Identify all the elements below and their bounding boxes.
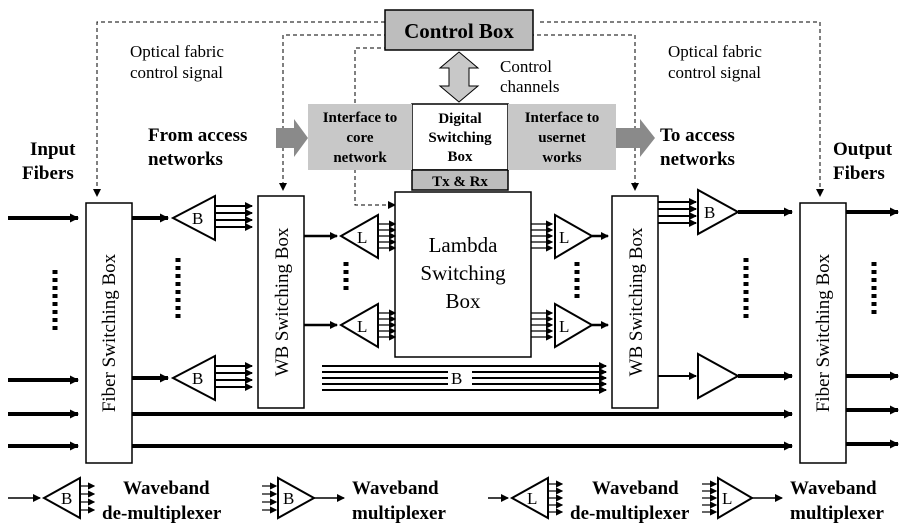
optical-fabric-right-line2: control signal (668, 63, 761, 82)
legend-waveband-demux-symbol: B (8, 476, 96, 520)
lambda-line1: Lambda (429, 233, 498, 257)
legend-symbol: L (722, 489, 732, 508)
lambda-line2: Switching (420, 261, 506, 285)
input-fibers-line2: Fibers (22, 163, 74, 184)
interface-core-panel (308, 104, 412, 170)
interface-core-line2: core (346, 130, 374, 146)
lambda-switching-box (394, 191, 532, 358)
optical-fabric-right-line1: Optical fabric (668, 42, 762, 61)
fiber-switching-box-right-label: Fiber Switching Box (813, 253, 834, 412)
legend-symbol: B (61, 489, 72, 508)
lambda-outputs (531, 220, 554, 341)
legend-lambda-demux-symbol: L (488, 476, 564, 520)
wb-switching-box-right (611, 195, 659, 409)
control-channels-arrow (438, 51, 480, 103)
bypass-b-label: B (451, 369, 462, 388)
l-label: L (357, 228, 367, 247)
fiber-to-bdemux (132, 213, 169, 383)
from-access-line1: From access (148, 125, 247, 146)
b-label: B (192, 209, 203, 228)
legend-symbol: B (283, 489, 294, 508)
fiber-switching-box-right (799, 202, 847, 464)
l-label: L (357, 317, 367, 336)
legend: B Waveband de-multiplexer B Waveband mul… (8, 476, 884, 524)
input-fibers-line1: Input (30, 139, 76, 160)
tx-rx-box (411, 169, 509, 191)
legend-label-line2: multiplexer (352, 503, 446, 524)
lambda-demux-top: L (339, 213, 379, 260)
input-fiber-lines (8, 213, 79, 451)
legend-label-line1: Waveband (352, 478, 439, 499)
legend-label-line1: Waveband (790, 478, 877, 499)
interface-usernet-line1: Interface to (525, 110, 600, 126)
interface-core-line3: network (333, 150, 387, 166)
lambda-mux-bottom: L (554, 302, 594, 349)
waveband-demux-left-top: B (170, 194, 216, 242)
ldemux-outputs (378, 220, 397, 341)
b-label: B (192, 369, 203, 388)
fiber-switching-box-left-label: Fiber Switching Box (99, 253, 120, 412)
waveband-bypass-bundle (322, 362, 607, 394)
control-box (384, 9, 534, 51)
digital-switching-box-line3: Box (447, 149, 473, 165)
legend-label-line2: multiplexer (790, 503, 884, 524)
lambda-demux-bottom: L (339, 302, 379, 349)
interface-usernet-line2: usernet (538, 130, 586, 146)
wb-to-ldemux (304, 232, 338, 329)
lmux-to-wb (592, 232, 609, 329)
from-access-arrow (276, 119, 308, 157)
lambda-line3: Box (445, 289, 481, 313)
vertical-ellipsis (52, 258, 877, 332)
wb-to-bmux (658, 198, 697, 380)
wb-switching-box-left (257, 195, 305, 409)
optical-fabric-left-line1: Optical fabric (130, 42, 224, 61)
control-signal-lines (93, 21, 824, 209)
tx-rx-label: Tx & Rx (432, 174, 488, 190)
from-access-line2: networks (148, 149, 223, 170)
control-box-label: Control Box (404, 19, 514, 43)
digital-switching-box-line1: Digital (438, 111, 481, 127)
interface-usernet-panel (508, 104, 616, 170)
to-access-arrow (616, 119, 655, 157)
to-access-line2: networks (660, 149, 735, 170)
legend-label-line1: Waveband (123, 478, 210, 499)
output-fibers-line1: Output (833, 139, 893, 160)
waveband-mux-right-bottom (697, 352, 741, 400)
bdemux-outputs (215, 202, 253, 391)
wb-switching-box-left-label: WB Switching Box (272, 227, 293, 376)
bmux-to-fiber (738, 207, 793, 381)
interface-usernet-line3: works (542, 150, 581, 166)
wb-switching-box-right-label: WB Switching Box (626, 227, 647, 376)
output-fiber-lines (846, 207, 899, 449)
lambda-mux-top: L (554, 213, 594, 260)
legend-label-line1: Waveband (592, 478, 679, 499)
fiber-switching-box-left (85, 202, 133, 464)
waveband-demux-left-bottom: B (170, 354, 216, 402)
through-fiber-lines (132, 409, 793, 451)
l-label: L (559, 228, 569, 247)
legend-label-line2: de-multiplexer (570, 503, 690, 524)
legend-lambda-mux-symbol: L (702, 476, 783, 520)
digital-switching-box (411, 103, 509, 171)
output-fibers-line2: Fibers (833, 163, 885, 184)
waveband-mux-right-top: B (697, 188, 741, 236)
to-access-line1: To access (660, 125, 735, 146)
control-channels-label-2: channels (500, 77, 559, 96)
legend-symbol: L (527, 489, 537, 508)
l-label: L (559, 317, 569, 336)
b-label: B (704, 203, 715, 222)
interface-core-line1: Interface to (323, 110, 398, 126)
legend-waveband-mux-symbol: B (262, 476, 345, 520)
control-channels-label: Control (500, 57, 552, 76)
digital-switching-box-line2: Switching (428, 130, 492, 146)
optical-fabric-left-line2: control signal (130, 63, 223, 82)
legend-label-line2: de-multiplexer (102, 503, 222, 524)
